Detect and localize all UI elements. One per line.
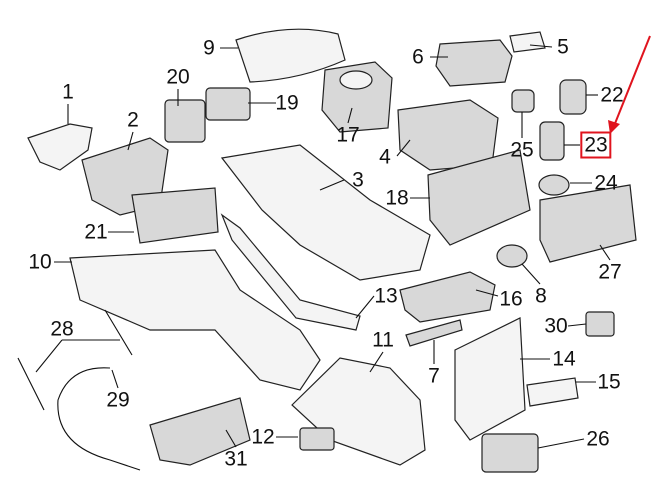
part-13-trim-strip: [220, 213, 361, 331]
part-1-trim-panel: [27, 123, 93, 171]
part-14-rear-panel: [454, 317, 526, 441]
part-24-ring: [538, 174, 570, 196]
part-7-strip: [405, 319, 463, 347]
part-23-knob: [539, 121, 565, 161]
callout-22: 22: [600, 83, 624, 107]
part-20-switch: [164, 99, 206, 143]
callout-23: 23: [580, 131, 612, 159]
part-3-console-frame: [220, 144, 431, 281]
part-29-cable: [57, 367, 141, 471]
part-30-sensor: [585, 311, 615, 337]
callout-30: 30: [544, 314, 568, 338]
callout-18: 18: [385, 186, 409, 210]
callout-13: 13: [374, 284, 398, 308]
callout-26: 26: [586, 427, 610, 451]
leader-lines: [35, 44, 611, 449]
part-26-usb-module: [481, 433, 539, 473]
part-10-side-panel: [69, 249, 321, 391]
callout-9: 9: [203, 36, 215, 60]
callout-20: 20: [166, 65, 190, 89]
part-17-shifter: [321, 61, 393, 133]
part-22-knob: [559, 79, 587, 115]
callout-21: 21: [84, 220, 108, 244]
callout-29: 29: [106, 388, 130, 412]
callout-11: 11: [372, 328, 394, 352]
callout-2: 2: [127, 108, 139, 132]
callout-19: 19: [275, 91, 299, 115]
callout-5: 5: [557, 35, 569, 59]
part-27-switch-bezel: [539, 184, 637, 263]
callout-15: 15: [597, 370, 621, 394]
part-6-cupholder: [435, 39, 513, 87]
highlight-arrow: [608, 35, 651, 134]
callout-24: 24: [594, 171, 618, 195]
part-19-switch: [205, 87, 251, 121]
callout-27: 27: [598, 260, 622, 284]
callout-10: 10: [28, 250, 52, 274]
callout-31: 31: [224, 447, 248, 471]
part-5-mat: [509, 31, 546, 53]
part-16-vent: [399, 271, 496, 323]
part-21-switch-panel: [131, 187, 219, 244]
callout-25: 25: [510, 138, 534, 162]
callout-8: 8: [535, 284, 547, 308]
callout-14: 14: [552, 347, 576, 371]
callout-7: 7: [428, 364, 440, 388]
callout-16: 16: [499, 287, 523, 311]
part-11-side-panel: [291, 357, 426, 466]
part-25-knob: [511, 89, 535, 113]
part-9-armrest-lid: [235, 28, 346, 83]
callout-1: 1: [62, 80, 74, 104]
callout-4: 4: [379, 145, 391, 169]
part-8-knob: [496, 244, 528, 268]
part-31-switch-pack: [149, 397, 251, 466]
callout-3: 3: [352, 168, 364, 192]
part-12-box: [299, 427, 335, 451]
callout-17: 17: [336, 123, 360, 147]
callout-28: 28: [50, 317, 74, 341]
part-28-rod: [17, 309, 133, 411]
callout-6: 6: [412, 45, 424, 69]
callout-12: 12: [251, 425, 275, 449]
part-18-climate-panel: [427, 149, 531, 246]
part-15-plate: [526, 377, 579, 407]
